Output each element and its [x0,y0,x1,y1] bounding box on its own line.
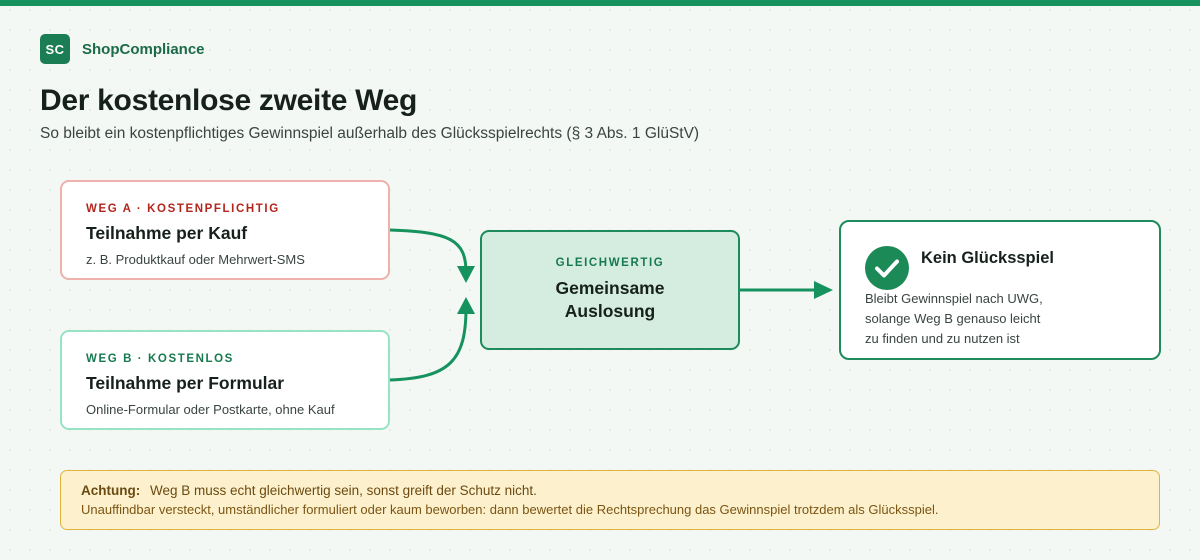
path-a-card: WEG A · KOSTENPFLICHTIG Teilnahme per Ka… [60,180,390,280]
draw-title: Gemeinsame Auslosung [556,277,665,323]
arrowhead-path-b [457,297,475,314]
result-desc: Bleibt Gewinnspiel nach UWG, solange Weg… [865,289,1155,349]
connector-path-a [389,228,468,273]
page-subtitle: So bleibt ein kostenpflichtiges Gewinnsp… [40,125,700,142]
top-accent-bar [0,0,1200,6]
draw-title-line2: Auslosung [564,301,656,321]
path-b-title: Teilnahme per Formular [86,373,285,393]
warning-label: Achtung: [81,483,141,498]
path-a-tag: WEG A · KOSTENPFLICHTIG [86,203,280,215]
brand: SC ShopCompliance [40,34,205,64]
path-b-card: WEG B · KOSTENLOS Teilnahme per Formular… [60,330,390,430]
warning-line1: Weg B muss echt gleichwertig sein, sonst… [150,483,537,498]
connector-path-b [389,307,468,382]
arrowhead-to-result [814,281,833,299]
result-desc-line2: solange Weg B genauso leicht [865,311,1041,326]
warning-line2: Unauffindbar versteckt, umständlicher fo… [81,502,939,517]
result-desc-line3: zu finden und zu nutzen ist [865,331,1020,346]
path-a-desc: z. B. Produktkauf oder Mehrwert-SMS [86,252,305,267]
brand-name: ShopCompliance [82,40,205,58]
joint-draw-box: GLEICHWERTIG Gemeinsame Auslosung [480,230,740,350]
warning-callout: Achtung: Weg B muss echt gleichwertig se… [60,470,1160,530]
warning-line1-row: Achtung: Weg B muss echt gleichwertig se… [81,483,1159,498]
result-title: Kein Glücksspiel [921,249,1054,267]
path-b-desc: Online-Formular oder Postkarte, ohne Kau… [86,402,335,417]
result-box: Kein Glücksspiel Bleibt Gewinnspiel nach… [839,220,1161,360]
draw-tag: GLEICHWERTIG [555,257,665,269]
path-b-tag: WEG B · KOSTENLOS [86,353,234,365]
checkmark-circle-icon [865,246,909,290]
brand-logo: SC [40,34,70,64]
arrowhead-path-a [457,266,475,283]
page-title: Der kostenlose zweite Weg [40,84,418,117]
draw-title-line1: Gemeinsame [555,278,665,298]
path-a-title: Teilnahme per Kauf [86,223,248,243]
result-desc-line1: Bleibt Gewinnspiel nach UWG, [865,291,1043,306]
